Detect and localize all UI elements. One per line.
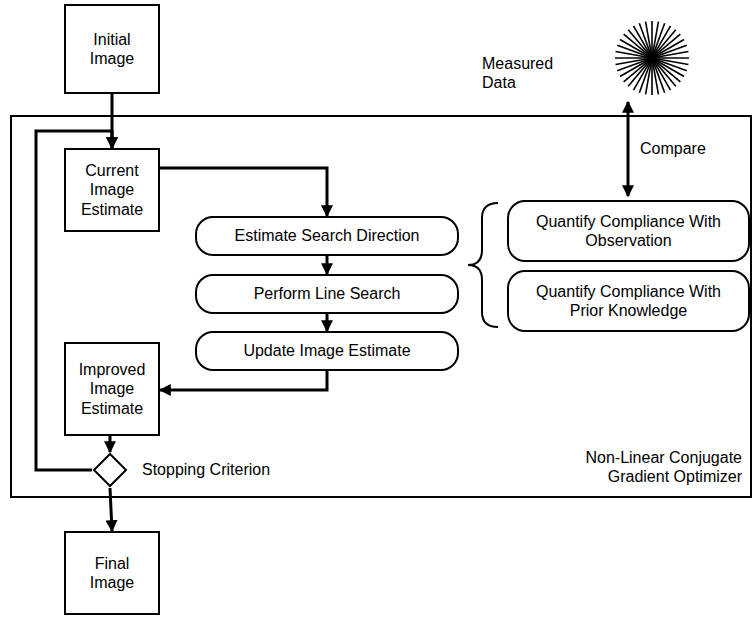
connector-arrow	[109, 436, 112, 452]
connector-arrow	[160, 168, 327, 216]
step-box: Estimate Search Direction	[195, 216, 459, 256]
step-box: Update Image Estimate	[195, 331, 459, 371]
node-text: Update Image Estimate	[243, 341, 410, 360]
node-text: Stopping Criterion	[142, 460, 270, 479]
image-box: Final Image	[64, 531, 160, 615]
step-box: Perform Line Search	[195, 274, 459, 314]
connector-arrow	[326, 256, 329, 274]
node-text: Perform Line Search	[254, 284, 401, 303]
node-text: Estimate Search Direction	[235, 226, 420, 245]
node-text: Current Image Estimate	[72, 161, 152, 219]
optimizer-frame: Non-Linear Conjugate Gradient Optimizer C…	[10, 115, 752, 498]
node-text: Improved Image Estimate	[72, 360, 152, 418]
connector-arrow	[160, 371, 327, 390]
node-text: Initial Image	[72, 30, 152, 68]
image-box: Initial Image	[64, 4, 160, 94]
starburst-icon	[612, 18, 692, 98]
process-box: Current Image Estimate	[64, 148, 160, 232]
curly-brace	[468, 203, 498, 327]
node-text: Quantify Compliance With Observation	[523, 212, 734, 250]
node-text: Non-Linear Conjugate Gradient Optimizer	[542, 448, 742, 486]
process-box: Improved Image Estimate	[64, 342, 160, 436]
node-text: Measured Data	[482, 54, 572, 92]
connector-arrow	[326, 314, 329, 331]
edge-label: Compare	[638, 139, 708, 158]
criterion-box: Quantify Compliance With Observation	[507, 200, 750, 262]
criterion-box: Quantify Compliance With Prior Knowledge	[507, 270, 750, 332]
node-text: Final Image	[72, 554, 152, 592]
connector-arrow	[110, 488, 112, 531]
decision-diamond: Stopping Criterion	[92, 452, 128, 488]
measured-data: Measured Data	[482, 18, 692, 100]
node-text: Quantify Compliance With Prior Knowledge	[523, 282, 734, 320]
diamond-outline	[92, 452, 128, 488]
